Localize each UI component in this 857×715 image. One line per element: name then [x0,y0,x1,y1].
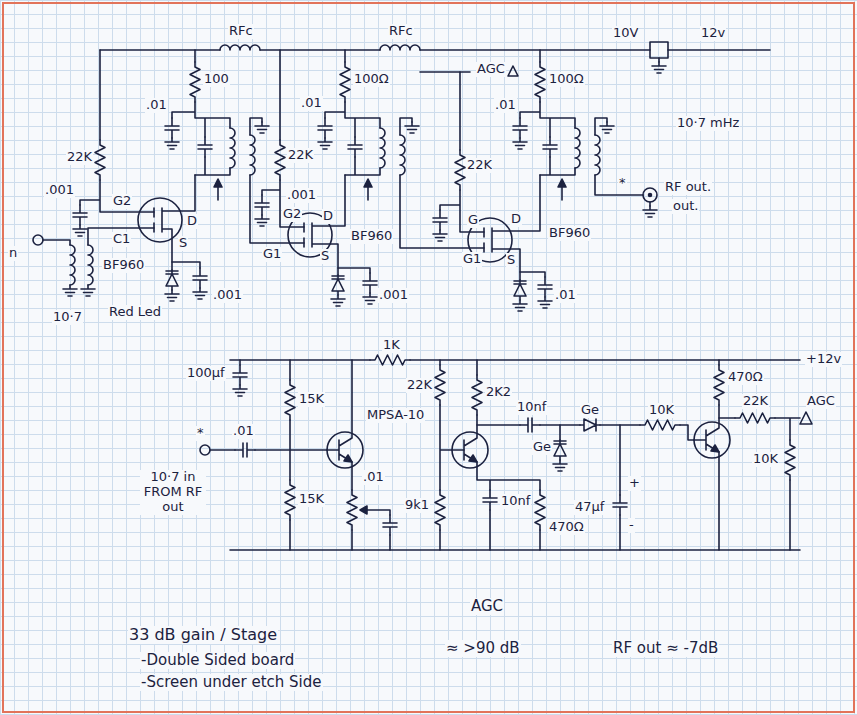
component-label: .01 [145,98,168,113]
component-label: .01 [232,424,255,439]
component-label: 10·7 mHz [676,116,740,131]
stage-three [400,50,657,311]
component-label: S [320,249,330,264]
stage-one [33,50,235,301]
supply-rail [100,42,770,76]
component-label: D [186,214,198,229]
component-label: 100 [203,72,230,87]
component-label: BF960 [548,226,591,241]
note-text: AGC [470,598,504,615]
component-label: G2 [112,194,132,209]
note-text: RF out ≈ -7dB [612,640,719,657]
component-label: RFc [228,24,254,39]
agc-circuit [200,355,812,550]
component-label: .001 [44,183,75,198]
component-label: .01 [362,470,385,485]
component-label: MPSA-10 [366,408,425,423]
component-label: .01 [300,96,323,111]
component-label: * [196,426,205,441]
component-label: 9k1 [404,498,430,513]
component-label: BF960 [350,229,393,244]
component-label: BF960 [102,258,145,273]
component-label: S [506,253,516,268]
component-label: .01 [494,98,517,113]
component-label: .001 [212,288,243,303]
component-label: Red Led [108,305,162,320]
component-label: 22K [66,150,93,165]
component-label: .01 [554,288,577,303]
component-label: C1 [112,232,131,247]
component-label: +12v [805,352,842,367]
component-label: 22K [287,148,314,163]
component-label: 10V [612,26,639,41]
component-label: RF out. [664,180,712,195]
component-label: n [8,246,18,261]
component-label: D [322,209,334,224]
component-label: 10K [648,403,675,418]
component-label: - [628,518,635,533]
component-label: G2 [282,207,302,222]
component-label: RFc [388,24,414,39]
component-label: 12v [700,26,726,41]
component-label: 22K [406,378,433,393]
component-label: 470Ω [548,520,585,535]
component-label: .001 [378,288,409,303]
component-label: 22K [466,158,493,173]
note-text: -Double Sided board [140,652,295,669]
component-label: 10nf [500,494,531,509]
component-label: Ge [580,403,600,418]
component-label: 2K2 [485,385,512,400]
note-text: ≈ >90 dB [445,640,521,657]
component-label: G1 [262,247,282,262]
component-label: 10·7 [52,310,83,325]
component-label: D [510,212,522,227]
note-text: -Screen under etch Side [140,674,323,691]
component-label: 15K [298,392,325,407]
component-label: G1 [462,252,482,267]
component-label: + [628,476,641,491]
component-label: * [618,176,627,191]
component-label: 100μf [186,366,226,381]
component-label: 22K [742,394,769,409]
component-label: 470Ω [727,370,764,385]
component-label: 10nf [516,400,547,415]
component-label: Ge [532,440,552,455]
stage-two [250,50,385,306]
component-label: AGC [806,394,836,409]
component-label: 10·7 in FROM RF out [140,470,206,515]
component-label: 15K [298,492,325,507]
component-label: 100Ω [353,72,390,87]
component-label: 47μf [574,500,605,515]
component-label: AGC [476,62,506,77]
component-label: 10K [752,452,779,467]
component-label: .001 [286,188,317,203]
component-label: 100Ω [548,72,585,87]
component-label: S [178,236,188,251]
component-label: G [467,213,479,228]
component-label: out. [672,199,699,214]
note-text: 33 dB gain / Stage [128,626,278,644]
component-label: 1K [382,338,401,353]
